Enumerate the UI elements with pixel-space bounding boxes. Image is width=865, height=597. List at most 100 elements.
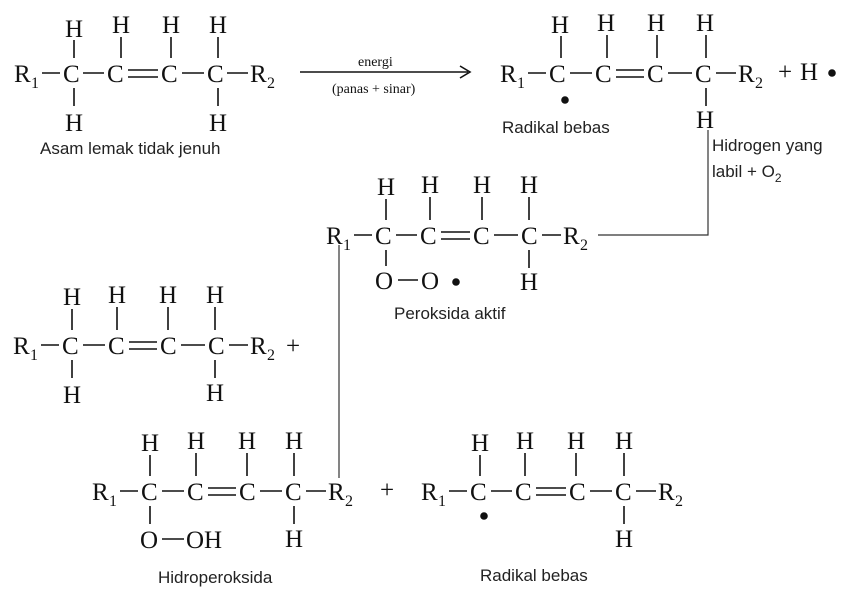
hydrogen: H — [209, 12, 227, 39]
hydrogen: H — [63, 284, 81, 311]
carbon-1: C — [141, 479, 158, 506]
carbon-2: C — [420, 223, 437, 250]
carbon-2: C — [107, 61, 124, 88]
carbon-3: C — [473, 223, 490, 250]
hydrogen: H — [647, 10, 665, 37]
r1-symbol: R — [13, 333, 30, 360]
hydrogen: H — [162, 12, 180, 39]
carbon-4: C — [208, 333, 225, 360]
label-radikal-bebas-1: Radikal bebas — [502, 118, 610, 137]
r2-subscript: 2 — [345, 493, 353, 510]
r2-subscript: 2 — [267, 347, 275, 364]
hydroxyl: OH — [186, 527, 222, 554]
carbon-3: C — [160, 333, 177, 360]
carbon-4: C — [521, 223, 538, 250]
hydrogen: H — [421, 172, 439, 199]
molecule-radikal-bebas-1: R 1 C C C C R 2 + H H H H H H — [500, 10, 836, 134]
hydrogen: H — [206, 380, 224, 407]
r2-symbol: R — [250, 333, 267, 360]
label-hidroperoksida: Hidroperoksida — [158, 568, 273, 587]
reaction-arrow: energi (panas + sinar) — [300, 55, 472, 97]
hydrogen: H — [108, 282, 126, 309]
label-labil-o2-subscript: 2 — [775, 171, 782, 185]
carbon-4: C — [695, 61, 712, 88]
hydrogen: H — [471, 430, 489, 457]
r1-subscript: 1 — [31, 75, 39, 92]
hydrogen: H — [516, 428, 534, 455]
label-peroksida-aktif: Peroksida aktif — [394, 304, 506, 323]
molecule-peroksida-aktif: R 1 C C C C R 2 H H H H O O H — [326, 172, 588, 296]
carbon-1: C — [63, 61, 80, 88]
label-radikal-bebas-2: Radikal bebas — [480, 566, 588, 585]
carbon-2: C — [515, 479, 532, 506]
hydrogen: H — [567, 428, 585, 455]
hydrogen: H — [238, 428, 256, 455]
r1-symbol: R — [421, 479, 438, 506]
hydrogen: H — [65, 16, 83, 43]
r2-subscript: 2 — [580, 237, 588, 254]
hydrogen: H — [159, 282, 177, 309]
carbon-1: C — [549, 61, 566, 88]
oxygen: O — [140, 527, 158, 554]
plus-sign: + — [778, 59, 792, 86]
connector-to-peroksida — [598, 130, 709, 236]
hydrogen: H — [520, 269, 538, 296]
r1-subscript: 1 — [30, 347, 38, 364]
r2-subscript: 2 — [675, 493, 683, 510]
r2-symbol: R — [250, 61, 267, 88]
carbon-2: C — [187, 479, 204, 506]
oxygen: O — [421, 268, 439, 295]
molecule-hidroperoksida: R 1 C C C C R 2 H H H H O OH H — [92, 428, 353, 554]
hydrogen: H — [615, 526, 633, 553]
label-asam-lemak: Asam lemak tidak jenuh — [40, 139, 220, 158]
r2-subscript: 2 — [267, 75, 275, 92]
hydrogen: H — [187, 428, 205, 455]
carbon-1: C — [62, 333, 79, 360]
r2-subscript: 2 — [755, 75, 763, 92]
hydrogen: H — [551, 12, 569, 39]
molecule-asam-lemak-2: R 1 C C C C R 2 + H H H H H H — [13, 282, 300, 409]
hydrogen: H — [65, 110, 83, 137]
r2-symbol: R — [563, 223, 580, 250]
molecule-asam-lemak: R 1 C C C C R 2 H H H H H H — [14, 12, 275, 137]
hydrogen: H — [615, 428, 633, 455]
labile-hydrogen: H — [696, 107, 714, 134]
r2-symbol: R — [738, 61, 755, 88]
hydrogen: H — [597, 10, 615, 37]
carbon-1: C — [375, 223, 392, 250]
r1-symbol: R — [500, 61, 517, 88]
carbon-4: C — [285, 479, 302, 506]
carbon-2: C — [108, 333, 125, 360]
plus-sign: + — [380, 477, 394, 504]
carbon-1: C — [470, 479, 487, 506]
label-labil-o2: labil + O2 — [712, 162, 782, 185]
hydrogen: H — [473, 172, 491, 199]
r1-subscript: 1 — [343, 237, 351, 254]
hydrogen: H — [377, 174, 395, 201]
r1-subscript: 1 — [109, 493, 117, 510]
hydrogen: H — [696, 10, 714, 37]
molecule-radikal-bebas-2: R 1 C C C C R 2 H H H H H — [421, 428, 683, 553]
radical-dot — [452, 278, 460, 286]
carbon-3: C — [161, 61, 178, 88]
label-labil-o2-main: labil + O — [712, 162, 775, 181]
carbon-3: C — [569, 479, 586, 506]
carbon-4: C — [207, 61, 224, 88]
hydrogen: H — [520, 172, 538, 199]
arrow-bottom-label: (panas + sinar) — [332, 82, 416, 97]
arrow-top-label: energi — [358, 55, 393, 70]
hydrogen: H — [285, 526, 303, 553]
plus-sign: + — [286, 333, 300, 360]
arrow-head — [459, 65, 472, 79]
radical-dot — [828, 69, 836, 77]
hydrogen: H — [209, 110, 227, 137]
r1-subscript: 1 — [438, 493, 446, 510]
radical-dot — [480, 512, 488, 520]
label-hidrogen-labil: Hidrogen yang — [712, 136, 823, 155]
hydrogen: H — [141, 430, 159, 457]
hydrogen-radical: H — [800, 59, 818, 86]
carbon-4: C — [615, 479, 632, 506]
oxygen: O — [375, 268, 393, 295]
r1-subscript: 1 — [517, 75, 525, 92]
